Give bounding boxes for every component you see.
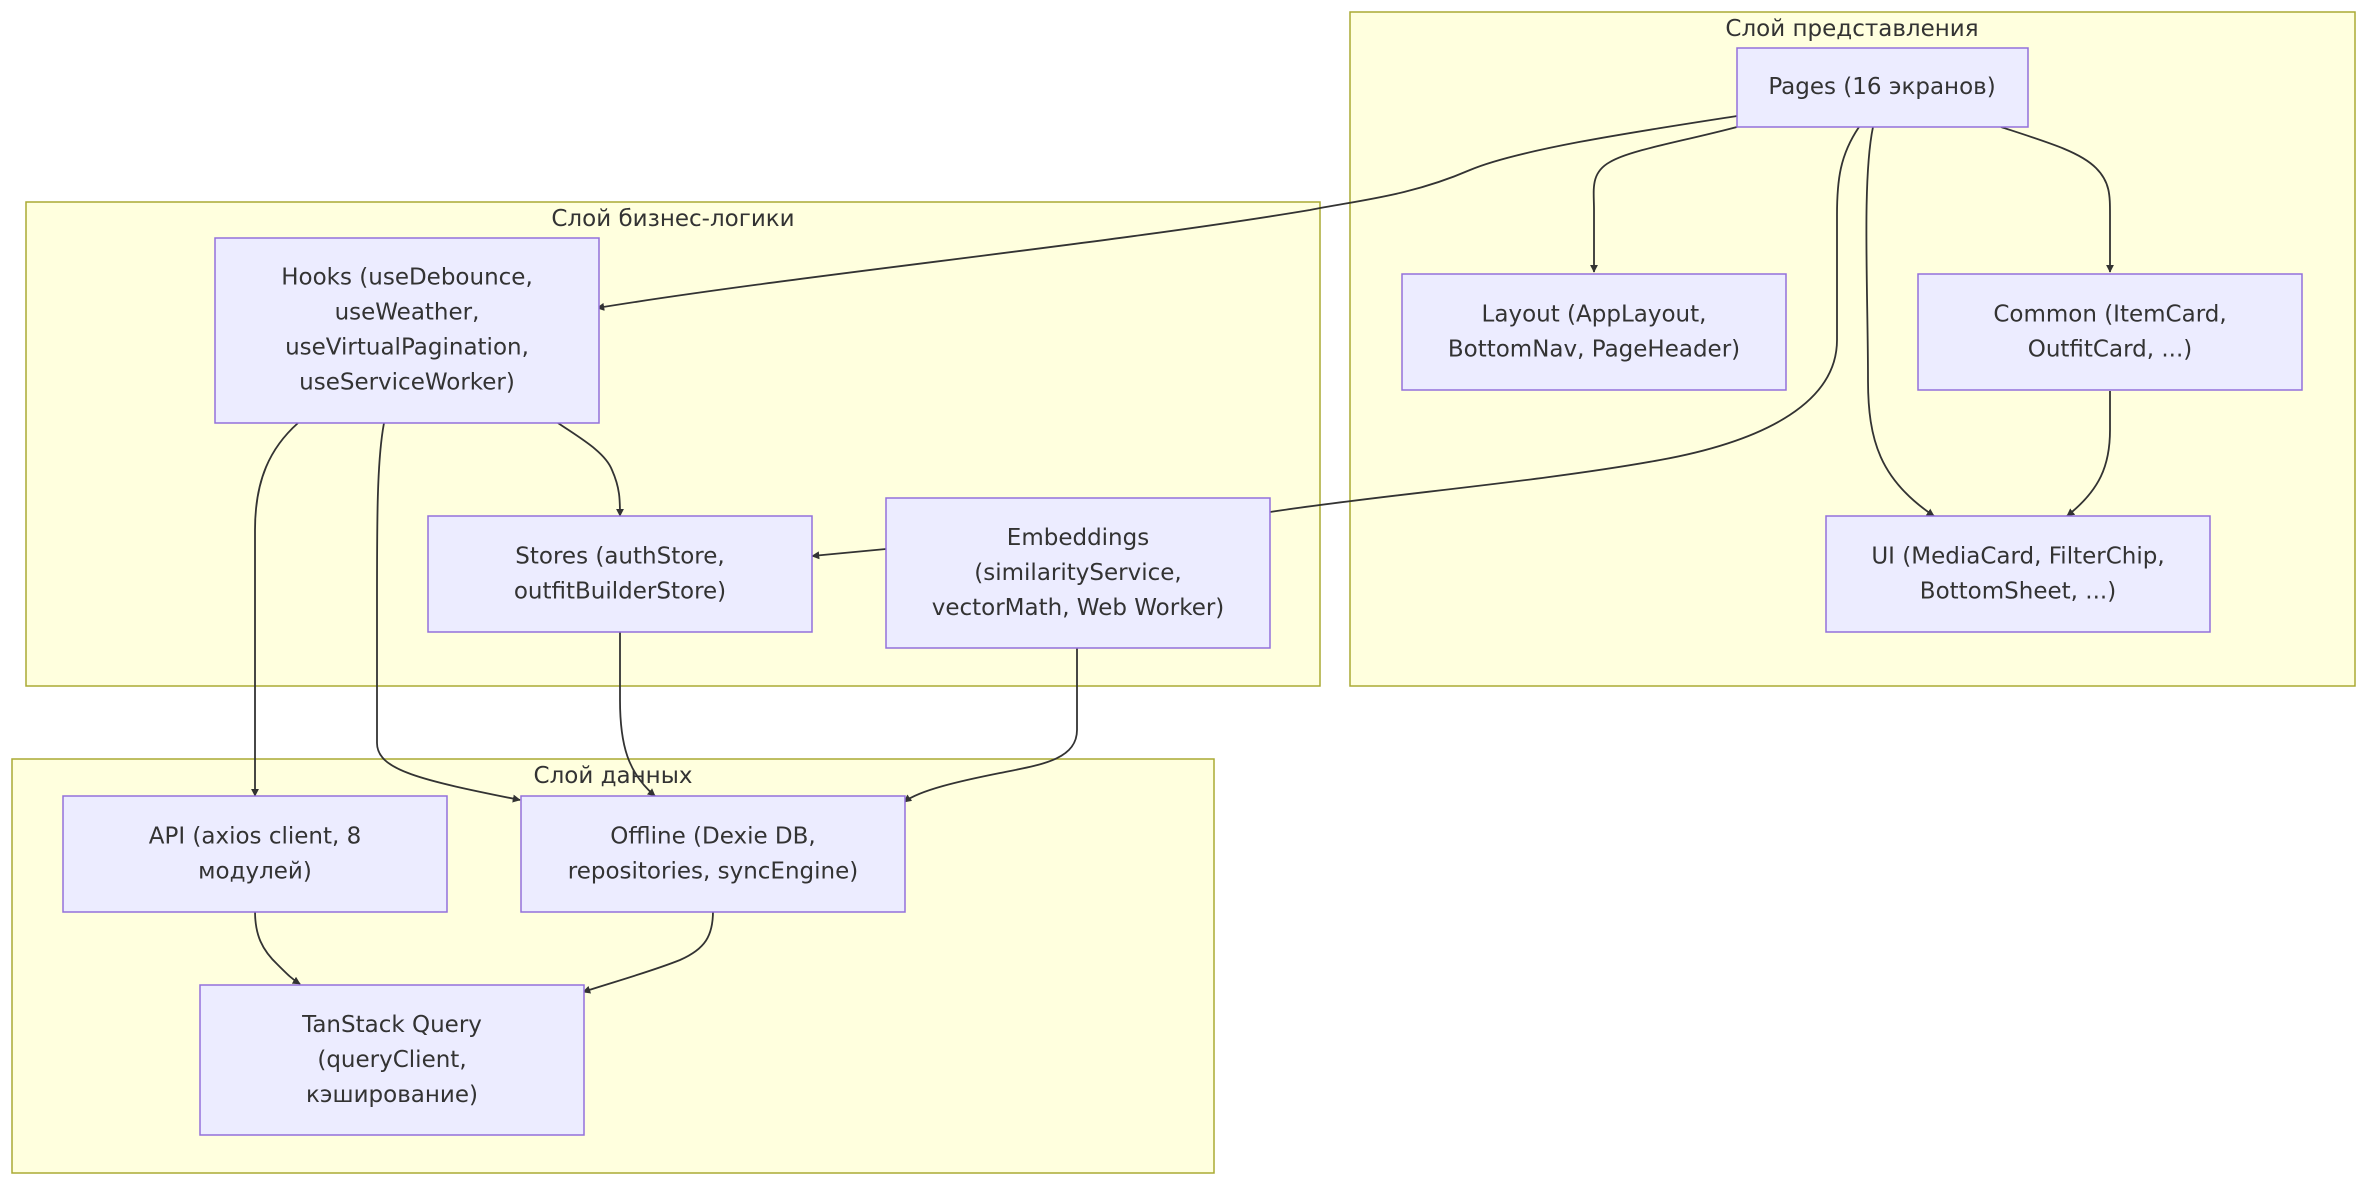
label-line: BottomNav, PageHeader) [1448, 337, 1740, 363]
label-line: (similarityService, [974, 560, 1181, 586]
edge-common-to-ui [2066, 391, 2111, 517]
node-tanstack-label: TanStack Query (queryClient, кэширование) [301, 1012, 482, 1108]
edge-embeddings-to-stores [811, 548, 887, 560]
label-line: outfitBuilderStore) [514, 579, 726, 605]
label-line: модулей) [198, 859, 312, 885]
node-ui-label: UI (MediaCard, FilterChip, BottomSheet, .… [1871, 544, 2164, 605]
edge-pages-to-layout [1590, 126, 1738, 273]
node-stores-label: Stores (authStore, outfitBuilderStore) [514, 544, 726, 605]
node-pages[interactable]: Pages (16 экранов) [1736, 47, 2029, 128]
label-line: useServiceWorker) [299, 370, 515, 396]
node-offline[interactable]: Offline (Dexie DB, repositories, syncEngi… [520, 795, 906, 913]
edge-api-to-tanstack [254, 910, 301, 985]
label-line: Stores (authStore, [515, 544, 724, 570]
label-line: useWeather, [335, 300, 480, 326]
node-api-label: API (axios client, 8 модулей) [149, 824, 362, 885]
edge-embeddings-to-offline [903, 648, 1078, 803]
node-tanstack-query[interactable]: TanStack Query (queryClient, кэширование) [199, 984, 585, 1136]
edge-pages-to-embeddings [1269, 126, 1860, 513]
node-common[interactable]: Common (ItemCard, OutfitCard, ...) [1917, 273, 2303, 391]
node-stores[interactable]: Stores (authStore, outfitBuilderStore) [427, 515, 813, 633]
cluster-business-label: Слой бизнес-логики [551, 206, 794, 232]
label-line: BottomSheet, ...) [1920, 579, 2116, 605]
edges [251, 115, 2114, 994]
edge-hooks-to-stores [557, 422, 624, 517]
label-line: кэширование) [306, 1082, 478, 1108]
label-line: (queryClient, [317, 1047, 466, 1073]
label-line: Layout (AppLayout, [1482, 302, 1707, 328]
edge-hooks-to-api [251, 422, 299, 797]
node-api[interactable]: API (axios client, 8 модулей) [62, 795, 448, 913]
label-line: OutfitCard, ...) [2028, 337, 2193, 363]
node-hooks-label: Hooks (useDebounce, useWeather, useVirtual… [281, 265, 533, 396]
edge-pages-to-common [2000, 126, 2114, 273]
node-pages-label: Pages (16 экранов) [1768, 74, 1995, 100]
edge-pages-to-hooks [596, 115, 1738, 311]
label-line: useVirtualPagination, [285, 335, 529, 361]
node-layout-label: Layout (AppLayout, BottomNav, PageHeader) [1448, 302, 1740, 363]
node-ui[interactable]: UI (MediaCard, FilterChip, BottomSheet, .… [1825, 515, 2211, 633]
label-line: UI (MediaCard, FilterChip, [1871, 544, 2164, 570]
label-line: Embeddings [1007, 525, 1149, 551]
cluster-data-label: Слой данных [534, 763, 693, 789]
node-layout[interactable]: Layout (AppLayout, BottomNav, PageHeader) [1401, 273, 1787, 391]
label-line: repositories, syncEngine) [568, 859, 858, 885]
label-line: Pages (16 экранов) [1768, 74, 1995, 100]
node-embeddings-label: Embeddings (similarityService, vectorMath,… [932, 525, 1225, 621]
label-line: Offline (Dexie DB, [610, 824, 815, 850]
edge-stores-to-offline [619, 629, 656, 797]
edge-pages-to-ui [1865, 126, 1935, 517]
node-common-label: Common (ItemCard, OutfitCard, ...) [1993, 302, 2226, 363]
edge-offline-to-tanstack [582, 910, 714, 994]
node-hooks[interactable]: Hooks (useDebounce, useWeather, useVirtual… [214, 237, 600, 424]
cluster-presentation-label: Слой представления [1725, 16, 1978, 42]
label-line: Hooks (useDebounce, [281, 265, 533, 291]
node-embeddings[interactable]: Embeddings (similarityService, vectorMath,… [885, 497, 1271, 649]
label-line: Common (ItemCard, [1993, 302, 2226, 328]
label-line: TanStack Query [301, 1012, 482, 1038]
label-line: API (axios client, 8 [149, 824, 362, 850]
label-line: vectorMath, Web Worker) [932, 595, 1225, 621]
node-offline-label: Offline (Dexie DB, repositories, syncEngi… [568, 824, 858, 885]
edge-hooks-to-offline [376, 422, 521, 803]
